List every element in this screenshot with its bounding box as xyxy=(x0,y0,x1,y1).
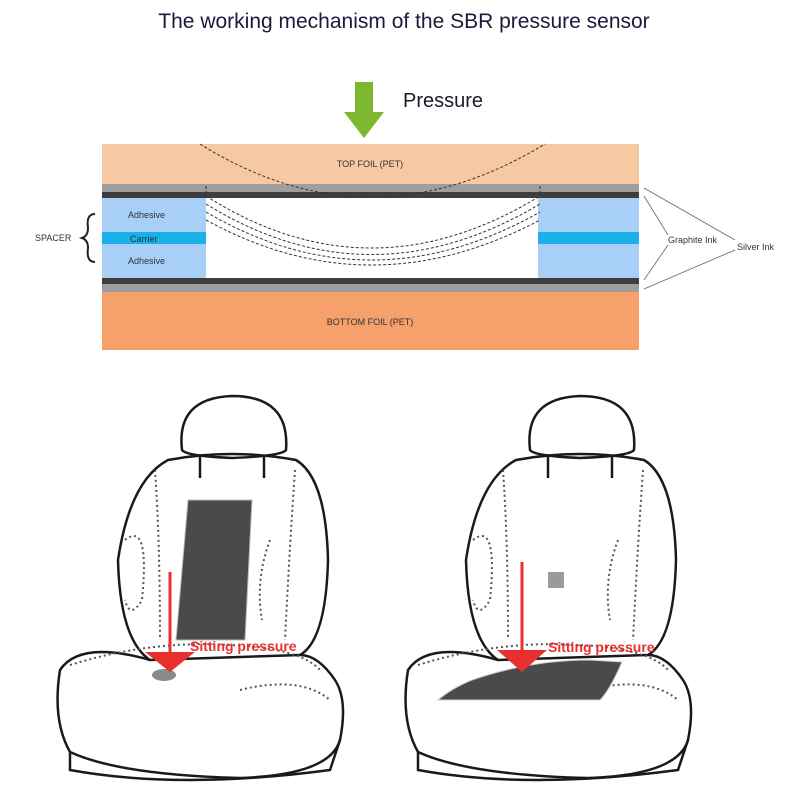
deflection-curves xyxy=(199,143,546,266)
bottom-foil-label: BOTTOM FOIL (PET) xyxy=(327,317,414,327)
spacer-label: SPACER xyxy=(35,233,72,243)
seat-left-red-arrow xyxy=(145,572,195,672)
carrier-label: Carrier xyxy=(130,234,158,244)
adhesive-left-bottom xyxy=(102,244,206,278)
pressure-label: Pressure xyxy=(403,90,484,112)
diagram-title: The working mechanism of the SBR pressur… xyxy=(158,10,650,33)
top-foil-label: TOP FOIL (PET) xyxy=(337,159,403,169)
seat-left-backrest-sensor xyxy=(175,499,253,641)
adhesive-label-top: Adhesive xyxy=(128,210,165,220)
adhesive-right-top xyxy=(538,198,639,232)
spacer-brace xyxy=(78,213,96,263)
silver-ink-label: Silver Ink xyxy=(737,242,775,252)
graphite-ink-top xyxy=(102,192,639,198)
seat-right xyxy=(404,394,693,782)
bottom-foil-layer xyxy=(102,292,639,350)
silver-ink-top xyxy=(102,184,639,192)
graphite-ink-bottom xyxy=(102,278,639,284)
carrier-right xyxy=(538,232,639,244)
seat-right-small-sensor xyxy=(548,572,564,588)
seat-left xyxy=(56,394,345,782)
adhesive-right-bottom xyxy=(538,244,639,278)
pressure-arrow-icon xyxy=(344,82,384,138)
seat-left-stitching xyxy=(69,469,331,701)
adhesive-left-top xyxy=(102,198,206,232)
ink-pointer-lines xyxy=(643,187,736,290)
top-foil-layer xyxy=(102,144,639,184)
carrier-left xyxy=(102,232,206,244)
graphite-ink-label: Graphite Ink xyxy=(668,235,718,245)
seat-right-cushion-sensor xyxy=(436,659,623,701)
seat-right-sitting-label: Sitting pressure xyxy=(548,639,655,655)
adhesive-label-bottom: Adhesive xyxy=(128,256,165,266)
seat-left-sitting-label: Sitting pressure xyxy=(190,638,297,654)
seat-right-red-arrow xyxy=(497,562,547,672)
seat-left-pressure-spot xyxy=(152,669,176,681)
silver-ink-bottom xyxy=(102,284,639,292)
